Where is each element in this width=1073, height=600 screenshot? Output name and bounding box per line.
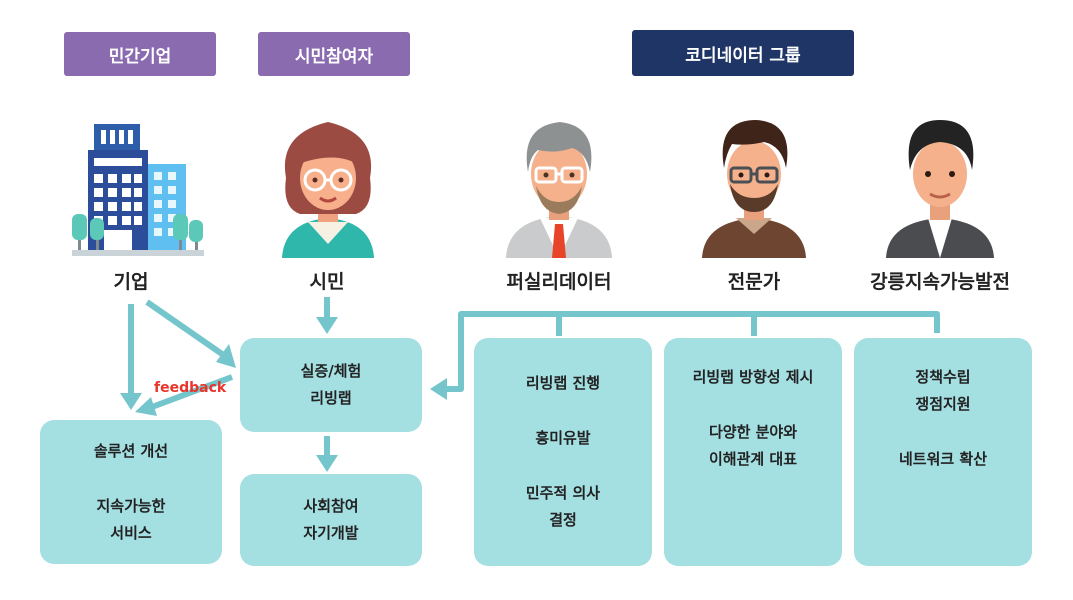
- box-expert-line2: 다양한 분야와: [708, 423, 798, 441]
- box-experience: 실증/체험 리빙랩: [240, 338, 422, 432]
- building-icon: [72, 124, 204, 256]
- header-citizen-participant: 시민참여자: [258, 32, 410, 76]
- actor-label-expert: 전문가: [727, 271, 781, 293]
- feedback-label: feedback: [154, 380, 227, 396]
- arrowhead-social: [316, 455, 338, 472]
- box-expert-line3: 이해관계 대표: [708, 450, 798, 468]
- box-social: 사회참여 자기개발: [240, 474, 422, 566]
- arrowhead-solution: [120, 393, 142, 410]
- arrowhead-feedback: [135, 397, 157, 416]
- box-gangneung: 정책수립 쟁점지원 네트워크 확산: [854, 338, 1032, 566]
- box-facilitator-line4: 결정: [549, 511, 577, 529]
- header-coordinator-group: 코디네이터 그룹: [632, 30, 854, 76]
- box-gangneung-line2: 쟁점지원: [915, 395, 971, 413]
- box-gangneung-line1: 정책수립: [915, 368, 971, 386]
- box-facilitator-line2: 흥미유발: [535, 429, 591, 447]
- arrowhead-experience-diag: [216, 344, 236, 368]
- box-facilitator-line1: 리빙랩 진행: [525, 374, 601, 392]
- facilitator-avatar-icon: [506, 122, 612, 258]
- box-solution-line1: 솔루션 개선: [93, 441, 169, 460]
- box-experience-line2: 리빙랩: [310, 389, 352, 407]
- actor-label-citizen: 시민: [309, 271, 345, 293]
- gangneung-avatar-icon: [886, 120, 994, 258]
- citizen-avatar-icon: [282, 122, 374, 258]
- box-expert-line1: 리빙랩 방향성 제시: [692, 368, 814, 386]
- arrowhead-coordinator: [430, 378, 447, 400]
- box-facilitator-line3: 민주적 의사: [525, 484, 601, 502]
- expert-avatar-icon: [702, 120, 806, 258]
- arrow-feedback: [150, 374, 234, 410]
- box-solution: 솔루션 개선 지속가능한 서비스: [40, 420, 222, 564]
- box-expert: 리빙랩 방향성 제시 다양한 분야와 이해관계 대표: [664, 338, 842, 566]
- box-solution-line2: 지속가능한: [96, 496, 166, 515]
- arrow-company-to-experience: [145, 299, 224, 357]
- box-social-line1: 사회참여: [303, 497, 359, 515]
- box-solution-line3: 서비스: [110, 523, 152, 542]
- header-private-company: 민간기업: [64, 32, 216, 76]
- box-social-line2: 자기개발: [303, 524, 359, 542]
- box-experience-line1: 실증/체험: [300, 362, 362, 380]
- arrow-coordinator-bracket: [446, 311, 940, 392]
- arrowhead-citizen: [316, 317, 338, 334]
- box-gangneung-line3: 네트워크 확산: [898, 450, 988, 468]
- actor-label-gangneung: 강릉지속가능발전: [870, 271, 1010, 293]
- actor-label-company: 기업: [113, 271, 149, 293]
- actor-label-facilitator: 퍼실리데이터: [506, 271, 612, 293]
- box-facilitator: 리빙랩 진행 흥미유발 민주적 의사 결정: [474, 338, 652, 566]
